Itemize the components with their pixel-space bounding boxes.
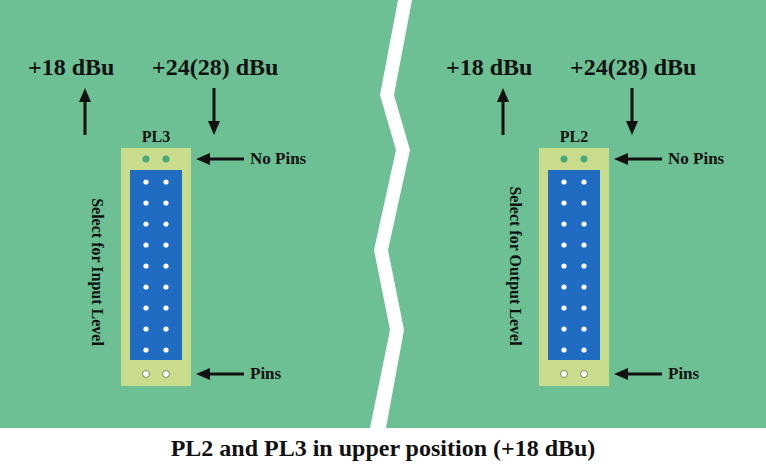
- empty-pin: [163, 156, 170, 163]
- part-name: PL3: [142, 129, 170, 145]
- arrow-head: [497, 88, 509, 102]
- level-label: +18 dBu: [446, 55, 532, 79]
- arrow-shaft: [626, 158, 662, 161]
- pin: [581, 305, 586, 310]
- arrow-shaft: [208, 373, 244, 376]
- part-name: PL2: [560, 129, 588, 145]
- level-label: +24(28) dBu: [570, 55, 696, 79]
- pin: [143, 284, 148, 289]
- empty-pin: [561, 156, 568, 163]
- pin: [143, 347, 148, 352]
- level-label: +18 dBu: [28, 55, 114, 79]
- arrow-shaft: [631, 88, 634, 123]
- pin: [163, 326, 168, 331]
- pin: [581, 347, 586, 352]
- arrow-head: [614, 368, 628, 380]
- jumper-header: PL3: [121, 148, 191, 386]
- pin: [163, 221, 168, 226]
- arrow-shaft: [84, 100, 87, 135]
- header-body: [539, 148, 609, 386]
- pin: [163, 347, 168, 352]
- pin: [561, 221, 566, 226]
- vertical-label: Select for Input Level: [89, 198, 105, 346]
- pin: [561, 326, 566, 331]
- pin-hole: [163, 371, 170, 378]
- pin: [581, 200, 586, 205]
- break-line: [370, 0, 412, 428]
- pin: [581, 263, 586, 268]
- pin: [143, 305, 148, 310]
- arrow-head: [614, 153, 628, 165]
- pin: [163, 242, 168, 247]
- pin: [143, 221, 148, 226]
- vertical-label: Select for Output Level: [507, 186, 523, 345]
- pin: [561, 200, 566, 205]
- arrow-shaft: [213, 88, 216, 123]
- arrow-head: [626, 121, 638, 135]
- arrow-shaft: [502, 100, 505, 135]
- arrow-shaft: [626, 373, 662, 376]
- pin-label: Pins: [250, 365, 281, 382]
- level-label: +24(28) dBu: [152, 55, 278, 79]
- pin-label: No Pins: [250, 150, 306, 167]
- pin-label: Pins: [668, 365, 699, 382]
- caption: PL2 and PL3 in upper position (+18 dBu): [171, 436, 596, 460]
- pin: [143, 242, 148, 247]
- pin: [561, 263, 566, 268]
- pin: [163, 263, 168, 268]
- header-body: [121, 148, 191, 386]
- empty-pin: [143, 156, 150, 163]
- arrow-shaft: [208, 158, 244, 161]
- pin-hole: [143, 371, 150, 378]
- pin: [143, 326, 148, 331]
- jumper-block: [548, 170, 600, 360]
- pin: [581, 326, 586, 331]
- headers: [121, 148, 609, 386]
- pin: [163, 200, 168, 205]
- pin: [581, 242, 586, 247]
- pin: [561, 305, 566, 310]
- pin-hole: [561, 371, 568, 378]
- pin: [561, 347, 566, 352]
- pin-label: No Pins: [668, 150, 724, 167]
- arrow-head: [208, 121, 220, 135]
- pin: [143, 263, 148, 268]
- arrows: [79, 88, 662, 380]
- board: [0, 0, 766, 428]
- pin: [163, 284, 168, 289]
- pin: [163, 305, 168, 310]
- pin: [581, 284, 586, 289]
- jumper-block: [130, 170, 182, 360]
- arrow-head: [79, 88, 91, 102]
- pin: [581, 221, 586, 226]
- pin: [163, 179, 168, 184]
- pin-hole: [581, 371, 588, 378]
- pin: [561, 242, 566, 247]
- pin: [143, 200, 148, 205]
- arrow-head: [196, 153, 210, 165]
- pin: [561, 284, 566, 289]
- jumper-header: PL2: [539, 148, 609, 386]
- empty-pin: [581, 156, 588, 163]
- pin: [581, 179, 586, 184]
- pin: [561, 179, 566, 184]
- pin: [143, 179, 148, 184]
- arrow-head: [196, 368, 210, 380]
